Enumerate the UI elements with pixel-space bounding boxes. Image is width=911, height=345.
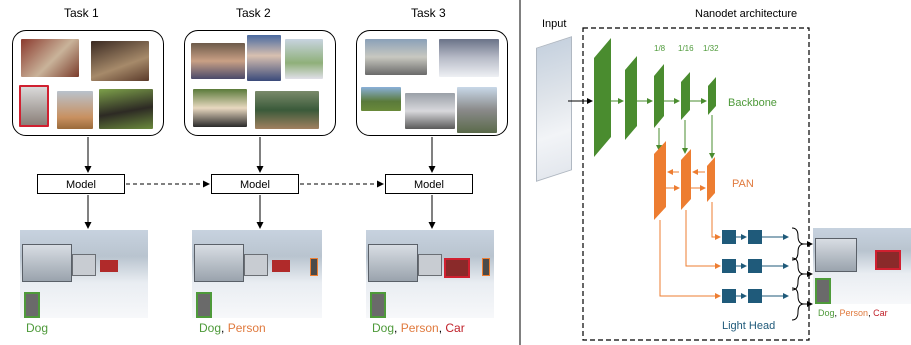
head-block xyxy=(722,230,736,244)
bus xyxy=(244,254,268,276)
bus xyxy=(22,244,72,282)
backbone-block-1 xyxy=(594,38,611,157)
person-detection-box xyxy=(310,258,318,276)
dog-label: Dog xyxy=(372,321,395,335)
dog-detection-box xyxy=(370,292,386,318)
output-brace xyxy=(791,287,805,321)
task2-caption: Dog, Person xyxy=(199,321,266,335)
pan-to-head-arrow xyxy=(711,202,721,240)
separator: , xyxy=(868,308,874,318)
scale-label-1-8: 1/8 xyxy=(654,44,666,53)
scale-label-1-32: 1/32 xyxy=(703,44,719,53)
horse-race-photo xyxy=(255,91,319,129)
head-block xyxy=(722,259,736,273)
nanodet-output-caption: Dog, Person, Car xyxy=(818,308,888,318)
dog-detection-box xyxy=(815,278,831,304)
dog-photo xyxy=(91,41,149,81)
nanodet-output-scene xyxy=(813,228,911,304)
dog-label: Dog xyxy=(199,321,222,335)
pan-block-3 xyxy=(707,157,715,202)
car-photo xyxy=(457,87,497,133)
people-photo xyxy=(193,89,247,127)
bus xyxy=(194,244,244,282)
pan-block-1 xyxy=(654,141,666,220)
head-block xyxy=(748,289,762,303)
separator: , xyxy=(221,321,228,335)
pan-label: PAN xyxy=(732,178,754,190)
head-block xyxy=(722,289,736,303)
pan-to-head-arrow xyxy=(685,210,721,269)
task1-title: Task 1 xyxy=(64,6,99,20)
person-label: Person xyxy=(400,321,439,335)
task2-model-box: Model xyxy=(211,174,299,194)
task3-model-box: Model xyxy=(385,174,473,194)
task3-image-group xyxy=(356,30,508,136)
car-photo xyxy=(361,87,401,111)
task3-caption: Dog, Person, Car xyxy=(372,321,465,335)
task2-output-scene xyxy=(192,230,322,318)
dog-photo xyxy=(99,89,153,129)
head-block xyxy=(748,259,762,273)
dog-photo xyxy=(57,91,93,129)
task3-output-scene xyxy=(366,230,494,318)
dog-photo xyxy=(21,39,79,77)
dog-detection-box xyxy=(24,292,40,318)
bus xyxy=(418,254,442,276)
person-dog-photo xyxy=(285,39,323,79)
car xyxy=(272,260,290,272)
output-brace xyxy=(791,257,805,291)
person-detection-box xyxy=(482,258,490,276)
bus xyxy=(72,254,96,276)
car xyxy=(100,260,118,272)
backbone-block-3 xyxy=(654,64,664,128)
nanodet-frame xyxy=(582,27,810,341)
dog-label: Dog xyxy=(26,321,49,335)
person-label: Person xyxy=(839,308,869,318)
task1-output-scene xyxy=(20,230,148,318)
task3-title: Task 3 xyxy=(411,6,446,20)
street-photo xyxy=(365,39,427,75)
dog-photo-highlighted xyxy=(19,85,49,127)
person-photo xyxy=(247,35,281,81)
car-label: Car xyxy=(445,321,465,335)
separator: , xyxy=(834,308,840,318)
input-label: Input xyxy=(542,18,567,30)
pan-block-2 xyxy=(681,149,691,210)
task1-model-box: Model xyxy=(37,174,125,194)
nanodet-title: Nanodet architecture xyxy=(695,8,798,20)
output-brace xyxy=(791,227,805,261)
car-label: Car xyxy=(873,308,888,318)
task2-title: Task 2 xyxy=(236,6,271,20)
scale-label-1-16: 1/16 xyxy=(678,44,694,53)
backbone-block-4 xyxy=(681,72,690,120)
light-head-label: Light Head xyxy=(722,320,776,332)
backbone-label: Backbone xyxy=(728,97,777,109)
bus xyxy=(815,238,857,272)
dog-label: Dog xyxy=(818,308,835,318)
task1-image-group xyxy=(12,30,164,136)
separator: , xyxy=(394,321,401,335)
backbone-block-5 xyxy=(708,77,716,115)
task1-caption: Dog xyxy=(26,321,48,335)
separator: , xyxy=(438,321,446,335)
car-detection-box xyxy=(875,250,901,270)
pan-to-head-arrow xyxy=(659,220,721,299)
backbone-block-2 xyxy=(625,56,637,140)
car-detection-box xyxy=(444,258,470,278)
bus xyxy=(368,244,418,282)
task2-image-group xyxy=(184,30,336,136)
people-photo xyxy=(191,43,245,79)
dog-detection-box xyxy=(196,292,212,318)
car-photo xyxy=(405,93,455,129)
person-label: Person xyxy=(227,321,266,335)
snow-photo xyxy=(439,39,499,77)
head-block xyxy=(748,230,762,244)
